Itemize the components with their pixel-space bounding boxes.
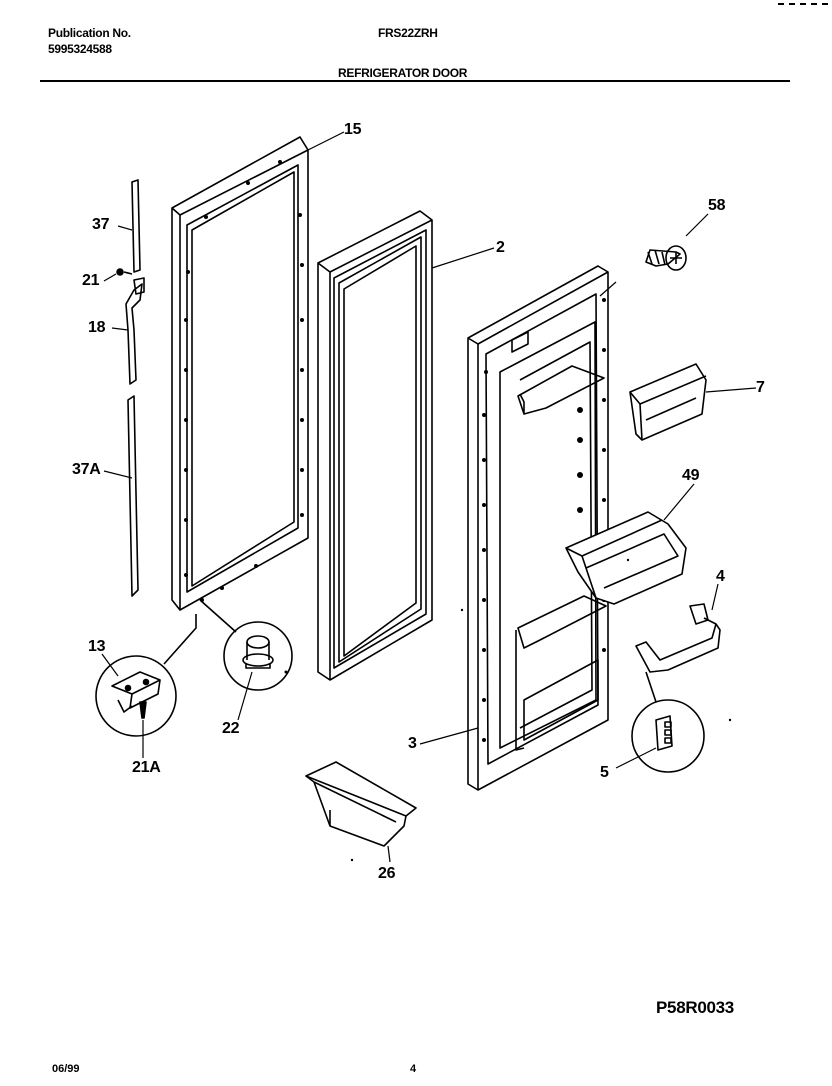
section-title: REFRIGERATOR DOOR: [338, 66, 468, 80]
dairy-door-7: [629, 363, 707, 441]
label-4: 4: [716, 568, 725, 585]
label-37: 37: [92, 216, 110, 233]
header-rule: [40, 80, 790, 82]
specks: [284, 558, 732, 862]
trim-37: [131, 179, 141, 273]
door-gasket-2: [317, 210, 433, 681]
label-21: 21: [82, 272, 100, 289]
label-21a: 21A: [132, 759, 161, 776]
label-13: 13: [88, 638, 106, 655]
detail-5: [631, 671, 705, 773]
footer-page-number: 4: [410, 1063, 417, 1075]
trim-37a: [127, 395, 139, 597]
label-15: 15: [344, 121, 362, 138]
label-18: 18: [88, 319, 106, 336]
detail-22: [199, 599, 293, 691]
label-58: 58: [708, 197, 726, 214]
door-frame-15: [171, 136, 309, 611]
label-2: 2: [496, 239, 505, 256]
detail-13: [95, 614, 197, 737]
bin-26: [305, 761, 417, 847]
screw-58: [645, 245, 687, 271]
footer-date: 06/99: [52, 1063, 80, 1075]
corner-mark: [778, 3, 828, 5]
label-5: 5: [600, 764, 609, 781]
door-liner-3: [467, 265, 609, 791]
label-22: 22: [222, 720, 240, 737]
publication-label: Publication No.: [48, 26, 131, 40]
bracket-4: [635, 603, 721, 673]
label-7: 7: [756, 379, 765, 396]
diagram-code: P58R0033: [656, 998, 734, 1017]
model-number: FRS22ZRH: [378, 26, 438, 40]
publication-number: 5995324588: [48, 42, 112, 56]
hinge-cover-18: [116, 268, 145, 385]
leader-lines: [101, 131, 757, 863]
label-49: 49: [682, 467, 700, 484]
door-bin-49: [565, 511, 687, 605]
label-26: 26: [378, 865, 396, 882]
label-37a: 37A: [72, 461, 101, 478]
label-3: 3: [408, 735, 417, 752]
